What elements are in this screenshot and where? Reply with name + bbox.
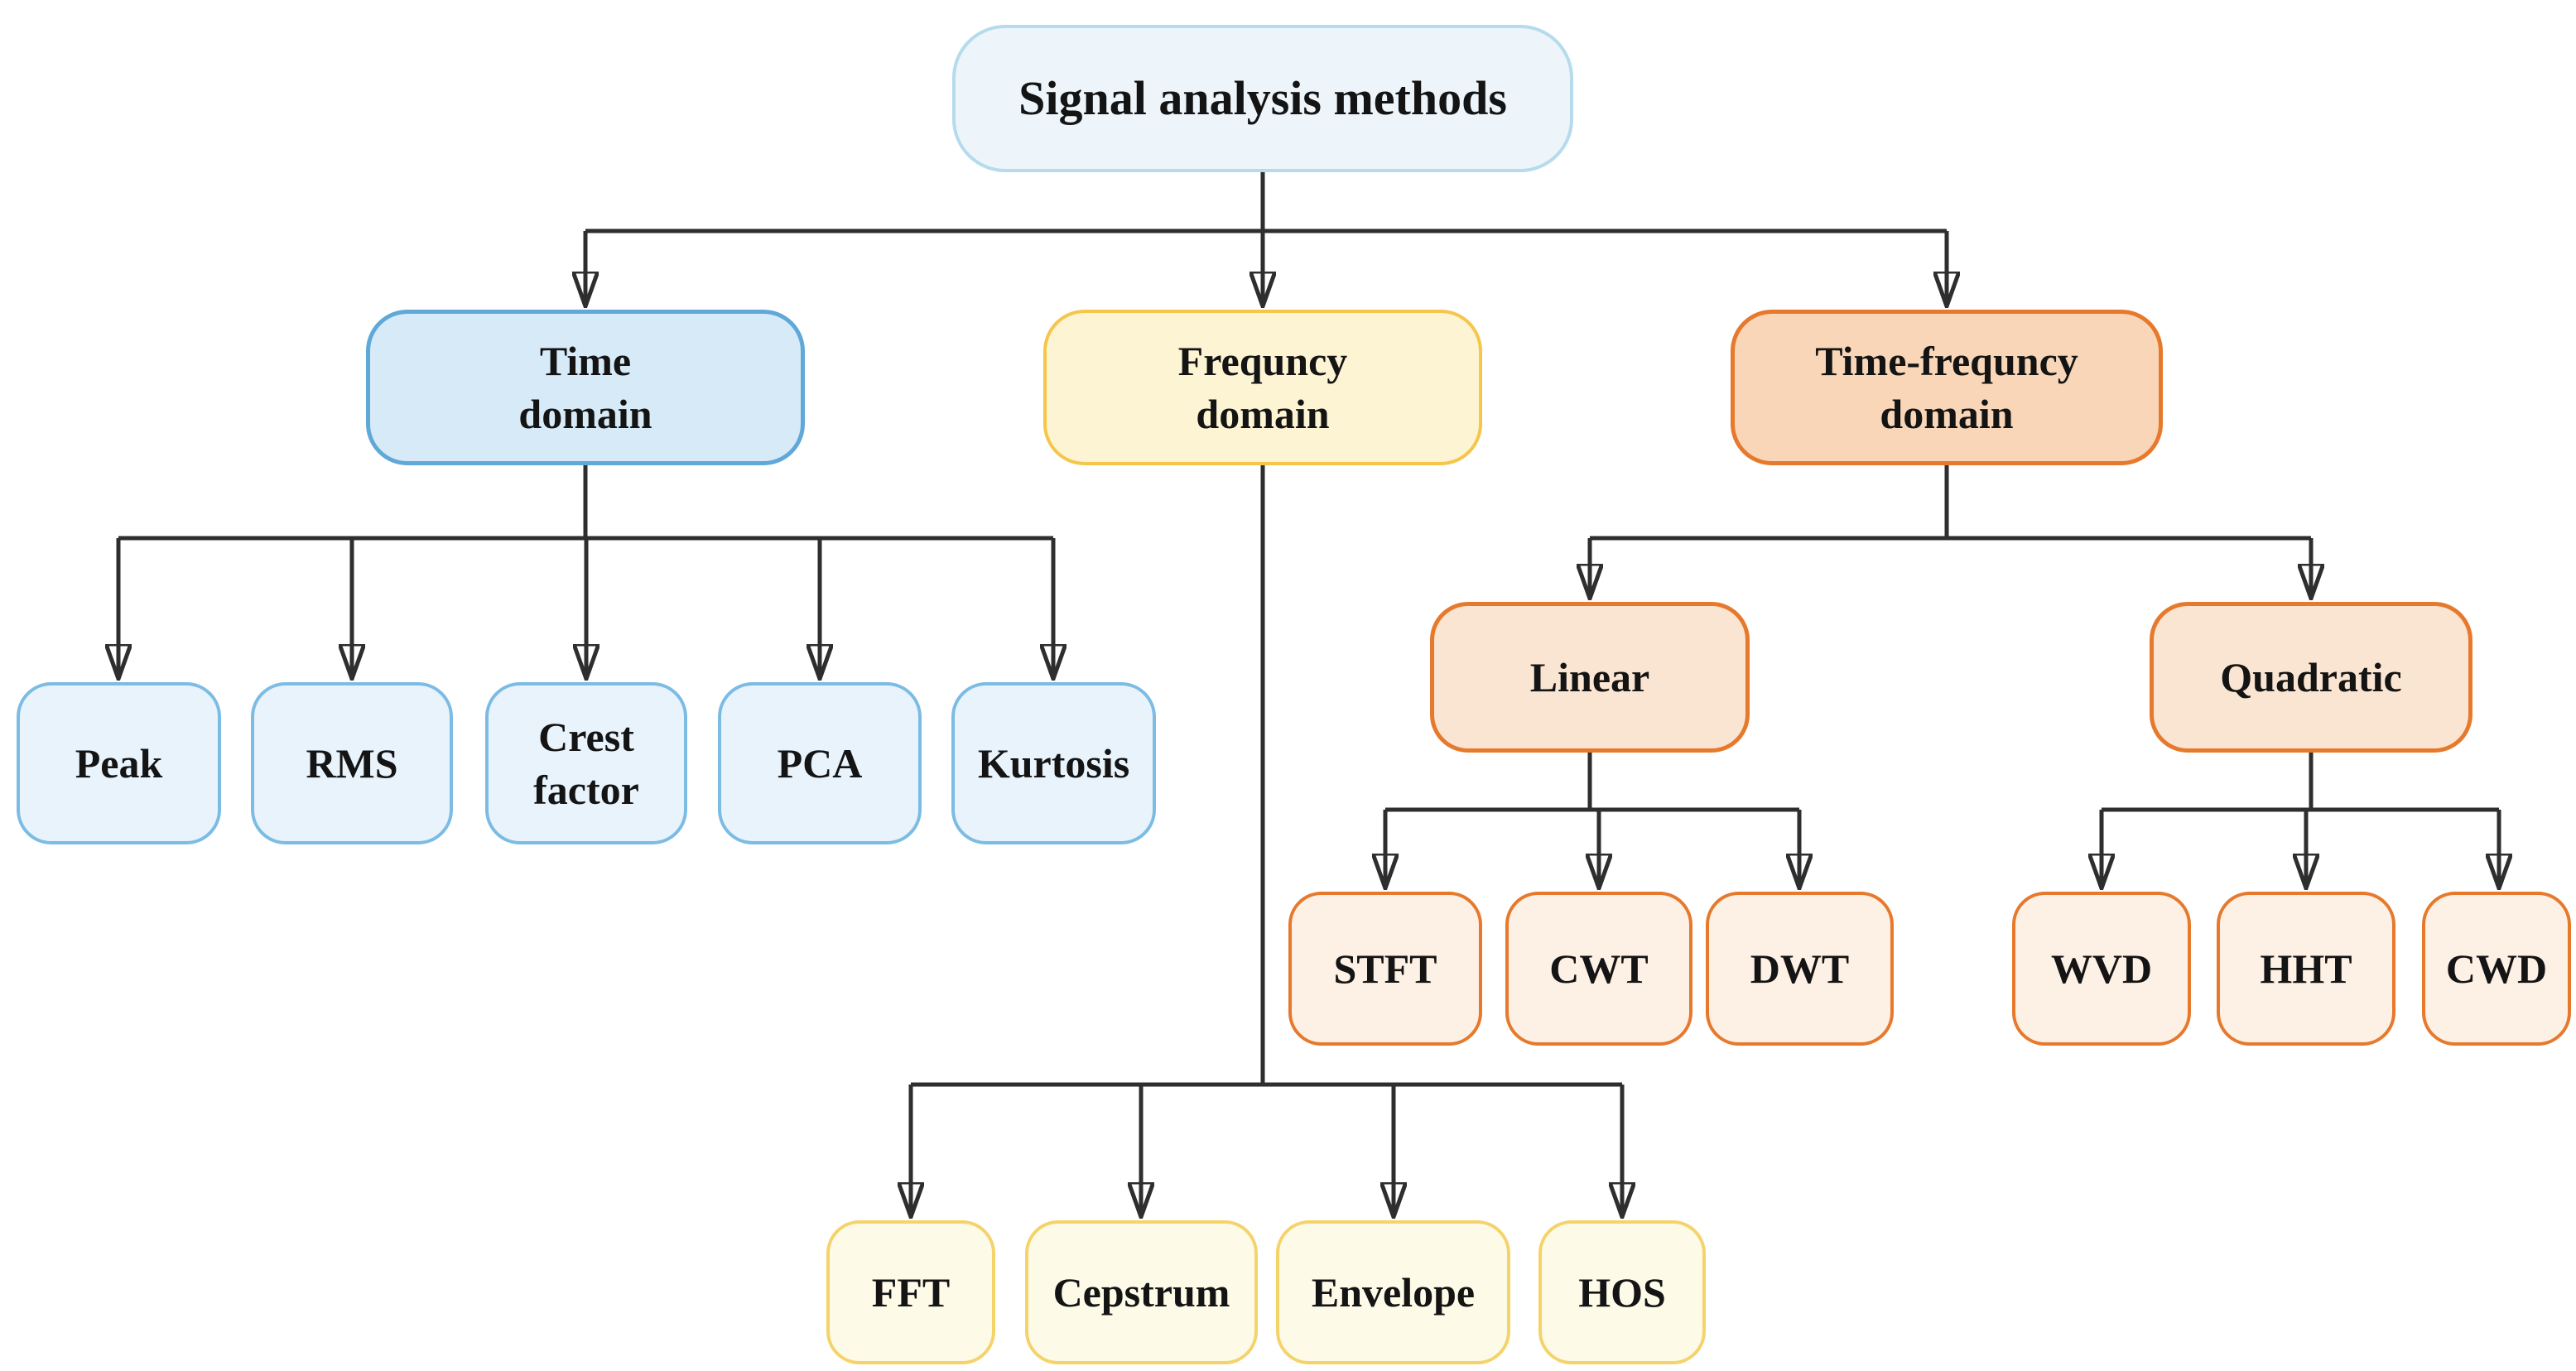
node-cepstrum-label: Cepstrum bbox=[1052, 1269, 1230, 1316]
node-envelope-label: Envelope bbox=[1311, 1269, 1476, 1316]
connector-trunk bbox=[1385, 753, 1799, 812]
node-quadratic-label: Quadratic bbox=[2220, 654, 2402, 700]
node-dwt-label: DWT bbox=[1750, 945, 1850, 992]
node-time-frequency-domain-label: Time-frequncy domain bbox=[1815, 338, 2078, 437]
connector-trunk bbox=[2102, 753, 2499, 812]
connector-root-to-level2 bbox=[585, 172, 1947, 306]
node-frequency-domain-label: Frequncy domain bbox=[1177, 338, 1348, 437]
node-frequency-domain: Frequncy domain bbox=[1043, 310, 1482, 465]
node-kurtosis: Kurtosis bbox=[951, 682, 1156, 844]
node-crest-factor-label: Crest factor bbox=[533, 714, 639, 813]
node-quadratic: Quadratic bbox=[2150, 602, 2472, 753]
node-cwt-label: CWT bbox=[1549, 945, 1649, 992]
connector-quadratic-children bbox=[2102, 753, 2499, 888]
node-linear-label: Linear bbox=[1529, 654, 1650, 700]
node-cwt: CWT bbox=[1505, 892, 1692, 1046]
node-time-frequency-domain: Time-frequncy domain bbox=[1731, 310, 2163, 465]
node-pca-label: PCA bbox=[777, 740, 863, 787]
node-fft-label: FFT bbox=[871, 1269, 951, 1316]
node-crest-factor: Crest factor bbox=[485, 682, 687, 844]
connector-frequency-domain-children bbox=[911, 465, 1622, 1217]
node-stft: STFT bbox=[1288, 892, 1482, 1046]
connector-trunk bbox=[585, 172, 1947, 233]
node-wvd-label: WVD bbox=[2050, 945, 2153, 992]
node-rms-label: RMS bbox=[306, 740, 398, 787]
node-hht: HHT bbox=[2217, 892, 2395, 1046]
node-linear: Linear bbox=[1430, 602, 1750, 753]
node-peak: Peak bbox=[17, 682, 221, 844]
node-root-label: Signal analysis methods bbox=[1018, 70, 1507, 125]
node-cwd-label: CWD bbox=[2445, 945, 2548, 992]
node-cwd: CWD bbox=[2422, 892, 2571, 1046]
connector-linear-children bbox=[1385, 753, 1799, 888]
node-time-domain: Time domain bbox=[366, 310, 805, 465]
node-cepstrum: Cepstrum bbox=[1025, 1220, 1258, 1364]
node-time-domain-label: Time domain bbox=[518, 338, 652, 437]
node-hos: HOS bbox=[1538, 1220, 1706, 1364]
node-hht-label: HHT bbox=[2260, 945, 2352, 992]
connector-time-frequency-children bbox=[1590, 465, 2311, 599]
connector-time-domain-children bbox=[118, 465, 1053, 679]
node-fft: FFT bbox=[826, 1220, 995, 1364]
node-peak-label: Peak bbox=[75, 740, 163, 787]
node-wvd: WVD bbox=[2012, 892, 2191, 1046]
node-rms: RMS bbox=[251, 682, 453, 844]
node-dwt: DWT bbox=[1706, 892, 1894, 1046]
connector-trunk bbox=[911, 465, 1622, 1087]
node-pca: PCA bbox=[718, 682, 922, 844]
node-hos-label: HOS bbox=[1578, 1269, 1666, 1316]
connector-trunk bbox=[118, 465, 1053, 541]
node-root: Signal analysis methods bbox=[952, 25, 1573, 172]
node-kurtosis-label: Kurtosis bbox=[977, 740, 1130, 787]
node-stft-label: STFT bbox=[1333, 945, 1437, 992]
connector-trunk bbox=[1590, 465, 2311, 541]
node-envelope: Envelope bbox=[1276, 1220, 1510, 1364]
